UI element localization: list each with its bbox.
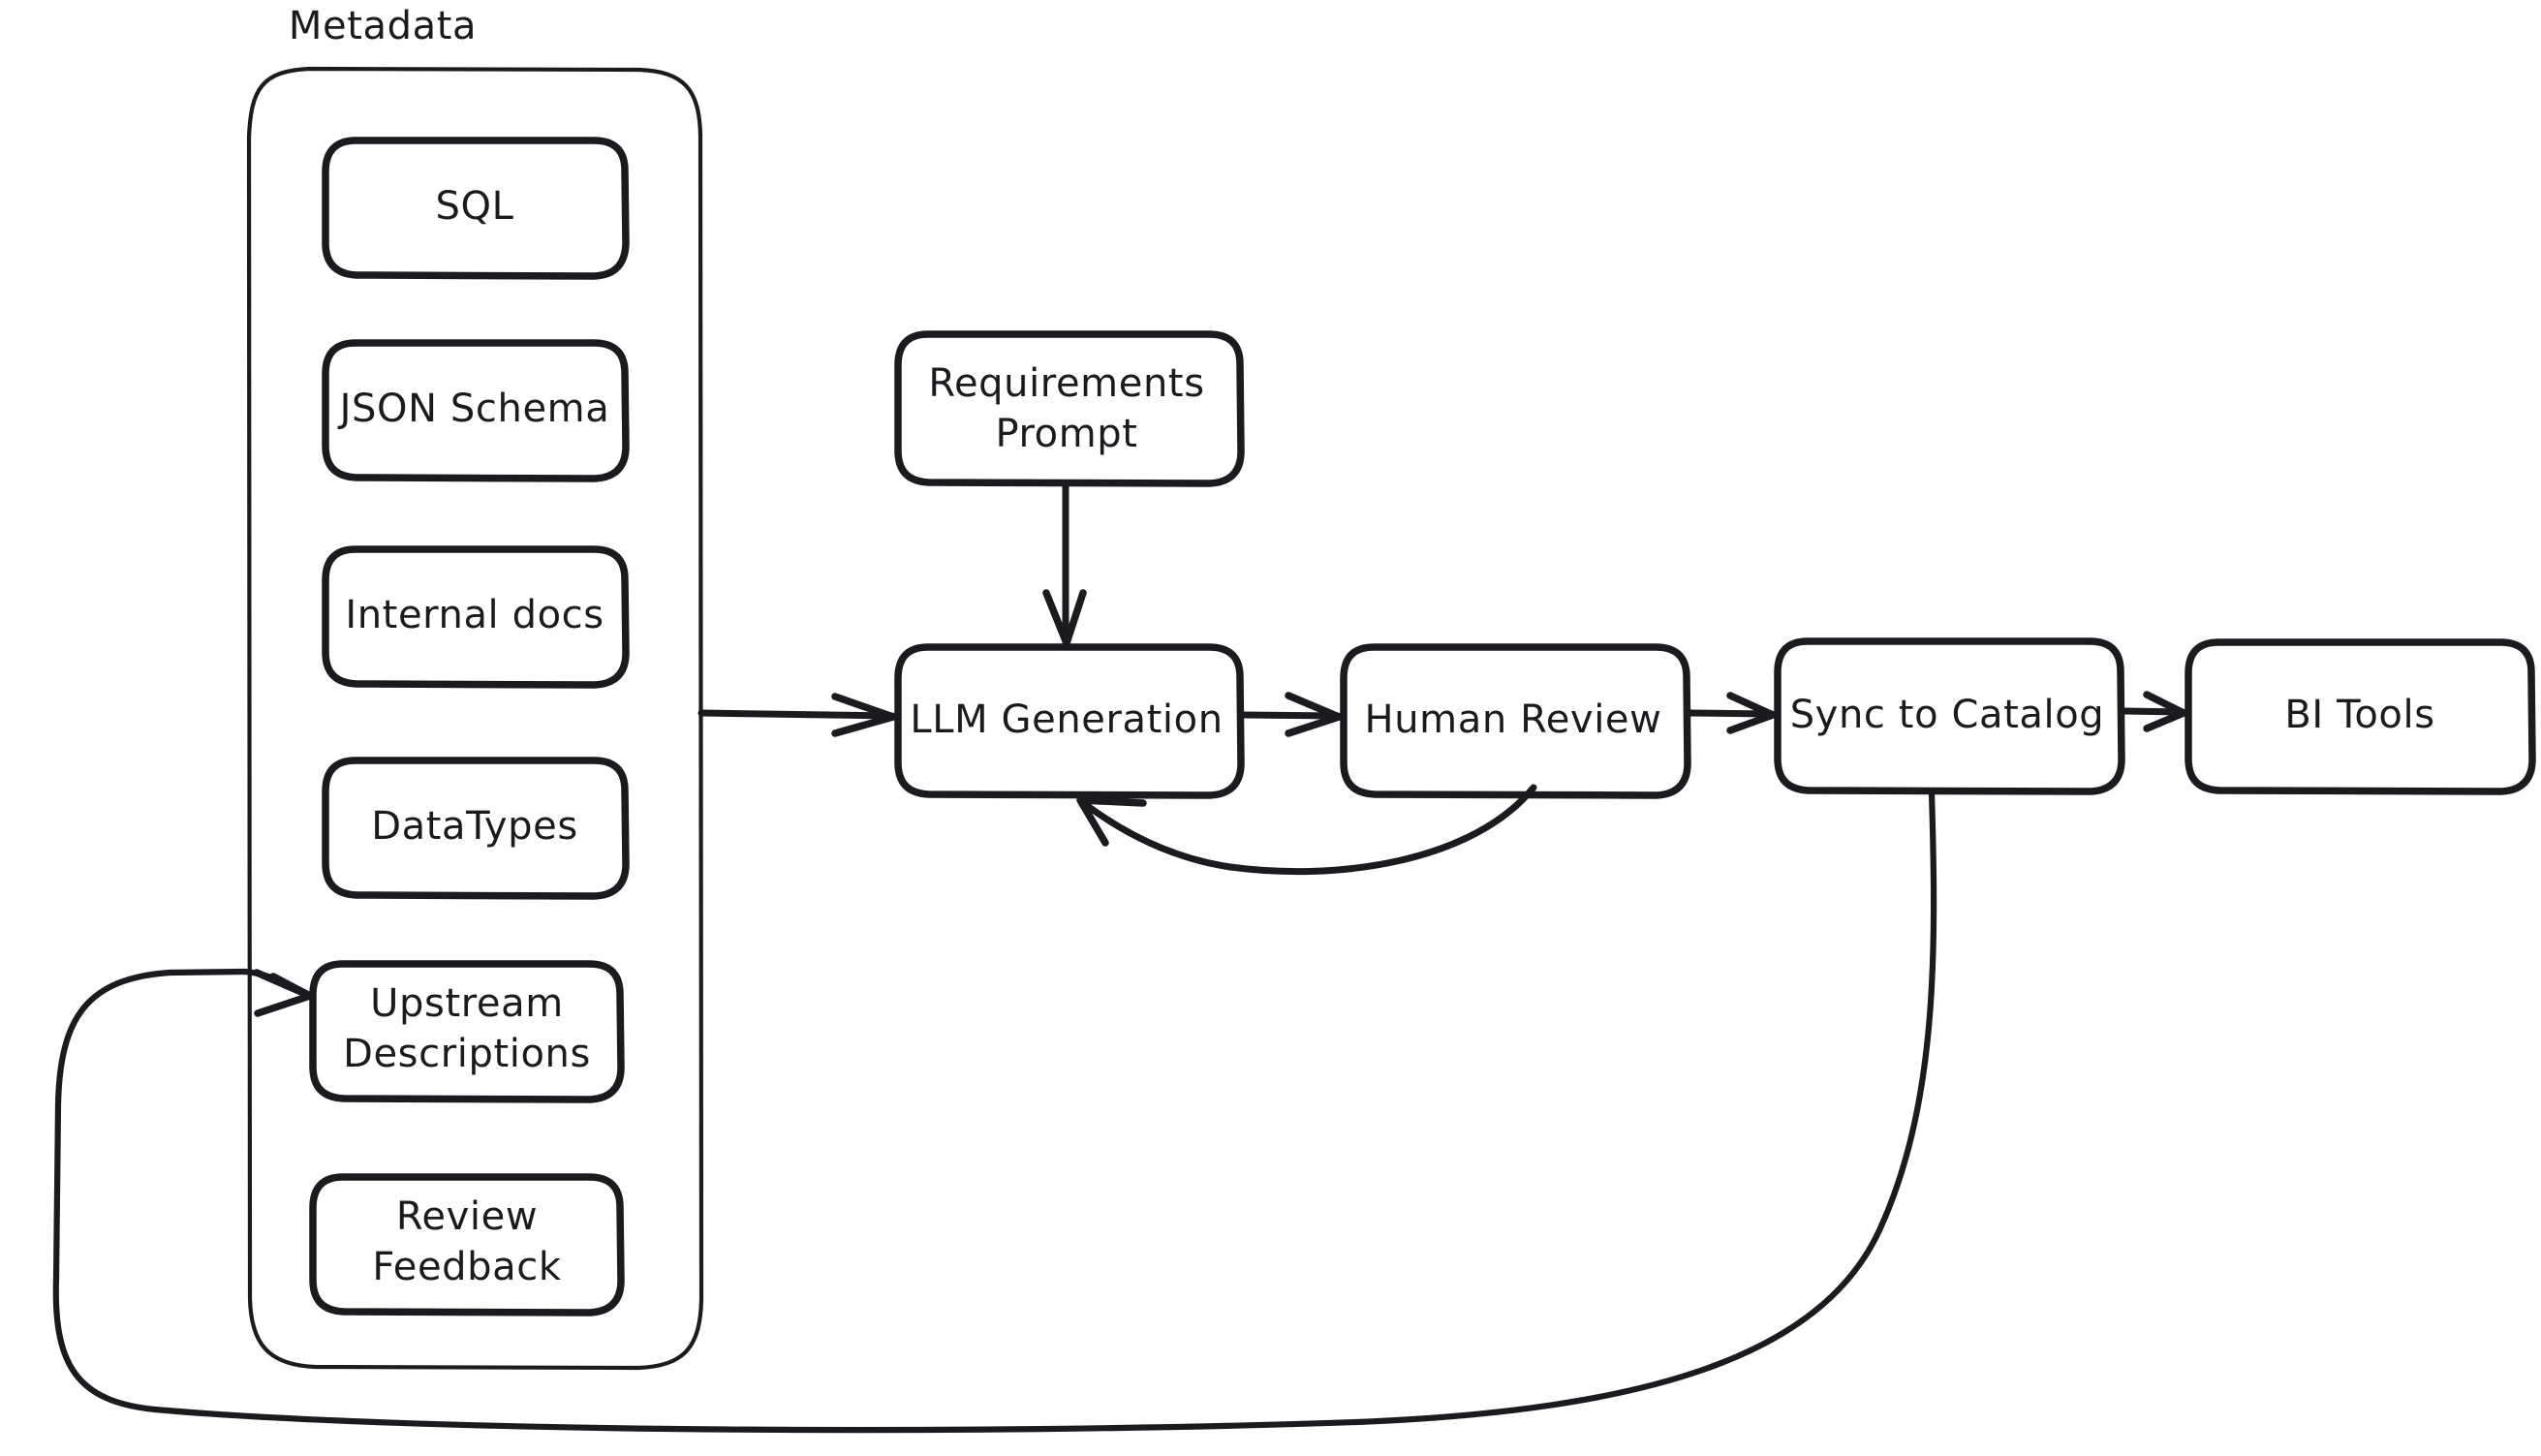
edge-sync-to-bi xyxy=(2120,691,2187,732)
requirements-prompt-box-outline xyxy=(894,330,1245,487)
sync-to-catalog-box-outline xyxy=(1774,637,2125,795)
metadata-item-upstream-descriptions[interactable]: Upstream Descriptions xyxy=(309,960,625,1103)
node-bi-tools[interactable]: BI Tools xyxy=(2185,638,2536,795)
edge-llm-to-review-line xyxy=(1239,711,1342,720)
edge-catalog-to-upstream xyxy=(52,789,1937,1434)
requirements-prompt-label-line2: Prompt xyxy=(995,412,1137,456)
edge-metadata-to-llm-arrowhead xyxy=(831,693,897,737)
edge-review-feedback-loop xyxy=(1076,784,1537,876)
edge-llm-to-review-arrowhead xyxy=(1285,692,1343,737)
sql-label: SQL xyxy=(436,184,514,229)
edge-review-to-sync xyxy=(1686,692,1777,734)
metadata-item-internal-docs[interactable]: Internal docs xyxy=(322,545,630,689)
metadata-item-json-schema[interactable]: JSON Schema xyxy=(322,339,630,482)
edge-prompt-to-llm xyxy=(1042,480,1087,647)
edge-catalog-to-upstream-arrowhead-wings xyxy=(253,969,314,1017)
llm-generation-label: LLM Generation xyxy=(910,697,1223,742)
review-feedback-label-line2: Feedback xyxy=(372,1245,562,1289)
json-schema-box-outline xyxy=(322,339,630,482)
datatypes-label: DataTypes xyxy=(371,804,578,849)
node-sync-to-catalog[interactable]: Sync to Catalog xyxy=(1774,637,2125,795)
upstream-descriptions-box-outline xyxy=(309,960,625,1103)
bi-tools-box-outline xyxy=(2185,638,2536,795)
review-feedback-label-line1: Review xyxy=(396,1194,538,1239)
node-human-review[interactable]: Human Review xyxy=(1340,643,1691,799)
metadata-group-outline xyxy=(246,66,704,1371)
metadata-item-review-feedback[interactable]: Review Feedback xyxy=(309,1173,625,1317)
llm-generation-box-outline xyxy=(894,643,1245,799)
node-llm-generation[interactable]: LLM Generation xyxy=(894,643,1245,799)
human-review-label: Human Review xyxy=(1365,697,1662,742)
metadata-item-sql[interactable]: SQL xyxy=(322,137,630,280)
node-requirements-prompt[interactable]: Requirements Prompt xyxy=(894,330,1245,487)
upstream-descriptions-label-line2: Descriptions xyxy=(343,1032,591,1076)
datatypes-box-outline xyxy=(322,757,630,900)
edge-prompt-to-llm-arrowhead xyxy=(1042,589,1087,647)
edge-sync-to-bi-arrowhead xyxy=(2143,691,2187,732)
edge-metadata-to-llm-line xyxy=(697,709,896,720)
edge-review-feedback-loop-line xyxy=(1081,784,1537,876)
edge-metadata-to-llm xyxy=(697,693,897,737)
metadata-item-datatypes[interactable]: DataTypes xyxy=(322,757,630,900)
bi-tools-label: BI Tools xyxy=(2284,693,2434,737)
edge-sync-to-bi-line xyxy=(2120,707,2186,716)
edge-catalog-to-upstream-line xyxy=(52,789,1937,1434)
human-review-box-outline xyxy=(1340,643,1691,799)
upstream-descriptions-label-line1: Upstream xyxy=(370,981,564,1026)
edge-review-feedback-loop-arrowhead xyxy=(1076,796,1147,847)
sql-box-outline xyxy=(322,137,630,280)
metadata-group-label: Metadata xyxy=(289,4,477,48)
edge-llm-to-review xyxy=(1239,692,1343,737)
review-feedback-box-outline xyxy=(309,1173,625,1317)
requirements-prompt-label-line1: Requirements xyxy=(928,361,1204,406)
json-schema-label: JSON Schema xyxy=(337,387,610,431)
edge-review-to-sync-arrowhead xyxy=(1726,692,1777,734)
internal-docs-box-outline xyxy=(322,545,630,689)
internal-docs-label: Internal docs xyxy=(345,593,604,637)
metadata-group[interactable]: Metadata xyxy=(246,4,704,1371)
edge-review-to-sync-line xyxy=(1686,709,1776,718)
sync-to-catalog-label: Sync to Catalog xyxy=(1790,693,2105,737)
